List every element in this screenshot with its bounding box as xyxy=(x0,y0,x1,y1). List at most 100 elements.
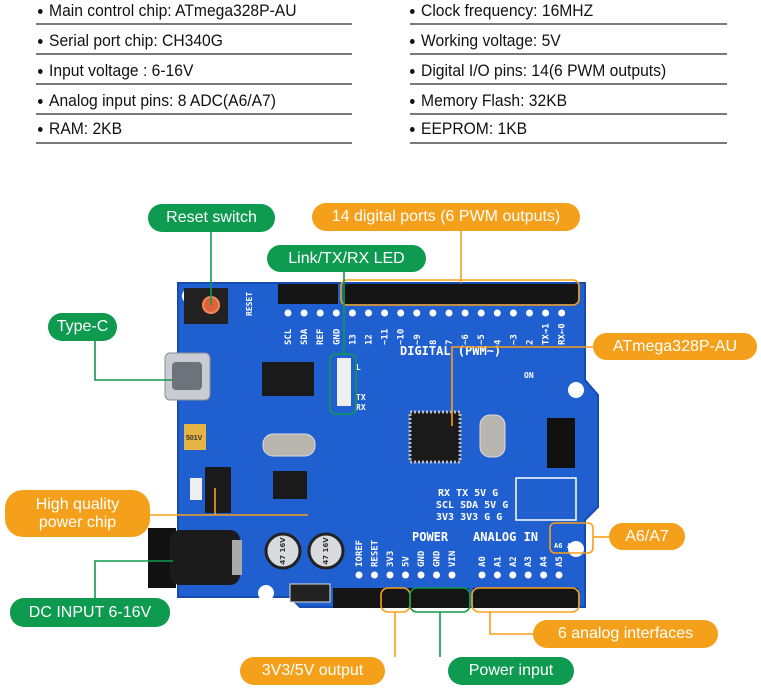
pin-pad xyxy=(300,309,308,317)
pin-pad xyxy=(542,309,550,317)
callout-output: 3V3/5V output xyxy=(240,657,385,685)
silk-led-l: L xyxy=(356,363,361,372)
header-power xyxy=(333,588,469,608)
box-a6a7 xyxy=(549,522,594,554)
pin-pad xyxy=(461,309,469,317)
ch340-chip xyxy=(262,362,314,396)
pin-label: 12 xyxy=(365,334,375,345)
line-analog xyxy=(489,612,533,635)
callout-text: Reset switch xyxy=(166,209,257,226)
spec-item: Working voltage: 5V xyxy=(410,31,561,51)
pin-label: 5V xyxy=(402,556,412,567)
silk-a7: A7 xyxy=(567,542,575,550)
bullet-icon xyxy=(410,69,415,75)
led-group: L TX RX ON xyxy=(337,358,534,412)
pin-label: A2 xyxy=(509,556,519,567)
headers xyxy=(278,284,578,608)
bullet-icon xyxy=(410,127,415,133)
pin-label: GND xyxy=(332,328,342,345)
spec-text: Digital I/O pins: 14(6 PWM outputs) xyxy=(421,61,667,80)
pin-pad xyxy=(493,309,501,317)
line-mcu xyxy=(451,346,593,426)
spec-item: Clock frequency: 16MHZ xyxy=(410,1,593,21)
pin-pad xyxy=(413,309,421,317)
crystal-16mhz xyxy=(479,414,506,458)
icsp-header xyxy=(547,418,575,468)
mounting-hole xyxy=(258,585,274,601)
mounting-hole xyxy=(568,382,584,398)
pin-label: 13 xyxy=(348,334,358,345)
bullet-icon xyxy=(38,9,43,15)
callout-text: Link/TX/RX LED xyxy=(288,249,405,267)
silk-aux-row: RX TX 5V G xyxy=(438,488,498,499)
divider xyxy=(36,83,352,85)
pin-label: VIN xyxy=(448,551,458,567)
divider xyxy=(36,142,352,144)
diode xyxy=(289,583,331,603)
divider xyxy=(410,53,727,55)
divider xyxy=(410,142,727,144)
header-top-left xyxy=(278,284,338,304)
spec-text: Serial port chip: CH340G xyxy=(49,31,223,50)
reset-button: RESET xyxy=(184,288,254,324)
silk-regulator: 501V xyxy=(186,435,203,442)
bullet-icon xyxy=(410,9,415,15)
bullet-icon xyxy=(38,39,43,45)
silk-on: ON xyxy=(524,371,534,380)
bullet-icon xyxy=(410,39,415,45)
pin-pad xyxy=(478,571,486,579)
divider xyxy=(36,113,352,115)
spec-item: Analog input pins: 8 ADC(A6/A7) xyxy=(38,91,276,111)
spec-text: Memory Flash: 32KB xyxy=(421,91,568,110)
pin-label: 7 xyxy=(445,340,455,345)
spec-item: Digital I/O pins: 14(6 PWM outputs) xyxy=(410,61,666,81)
silk-power: POWER xyxy=(412,530,449,544)
pin-pad xyxy=(477,309,485,317)
spec-text: RAM: 2KB xyxy=(49,119,123,138)
silk-digital: DIGITAL (PWM~) xyxy=(400,344,501,358)
pin-pad xyxy=(381,309,389,317)
pin-pad xyxy=(524,571,532,579)
pin-label: IOREF xyxy=(355,540,365,567)
callout-dc-input: DC INPUT 6-16V xyxy=(10,598,170,627)
pin-label: ~5 xyxy=(477,334,487,345)
spec-item: Input voltage : 6-16V xyxy=(38,61,193,81)
pin-label: A5 xyxy=(555,556,565,567)
pin-pad xyxy=(448,571,456,579)
spec-item: Main control chip: ATmega328P-AU xyxy=(38,1,297,21)
pin-pad xyxy=(445,309,453,317)
bullet-icon xyxy=(38,69,43,75)
callout-text: Type-C xyxy=(56,318,109,335)
divider xyxy=(410,113,727,115)
bullet-icon xyxy=(38,99,43,105)
pin-label: REF xyxy=(316,329,326,345)
callout-text: High quality xyxy=(35,495,120,513)
pin-pad xyxy=(540,571,548,579)
pin-label: SDA xyxy=(300,328,310,345)
silk-aux-row: 3V3 3V3 G G xyxy=(436,512,502,523)
callout-power-input: Power input xyxy=(448,657,574,685)
pin-pad xyxy=(417,571,425,579)
pin-pad xyxy=(509,571,517,579)
callout-lines xyxy=(94,231,609,657)
pin-label: A1 xyxy=(493,556,503,567)
pin-pad xyxy=(371,571,378,579)
pin-label: ~9 xyxy=(413,334,423,345)
silk-reset: RESET xyxy=(245,292,254,316)
pin-label: ~10 xyxy=(397,329,407,345)
callout-led: Link/TX/RX LED xyxy=(267,245,426,272)
eeprom-chip xyxy=(273,471,307,499)
spec-text: Analog input pins: 8 ADC(A6/A7) xyxy=(49,91,276,110)
silk-a6: A6 xyxy=(554,542,562,550)
pin-label: GND xyxy=(433,550,443,567)
callout-text: 3V3/5V output xyxy=(261,662,364,679)
pin-pad xyxy=(433,571,440,579)
header-top-right xyxy=(343,284,578,304)
divider xyxy=(36,53,352,55)
pin-label: ~11 xyxy=(381,329,391,345)
pin-label: RESET xyxy=(371,539,381,567)
pin-pad xyxy=(355,571,363,579)
callout-text: 6 analog interfaces xyxy=(557,625,694,642)
